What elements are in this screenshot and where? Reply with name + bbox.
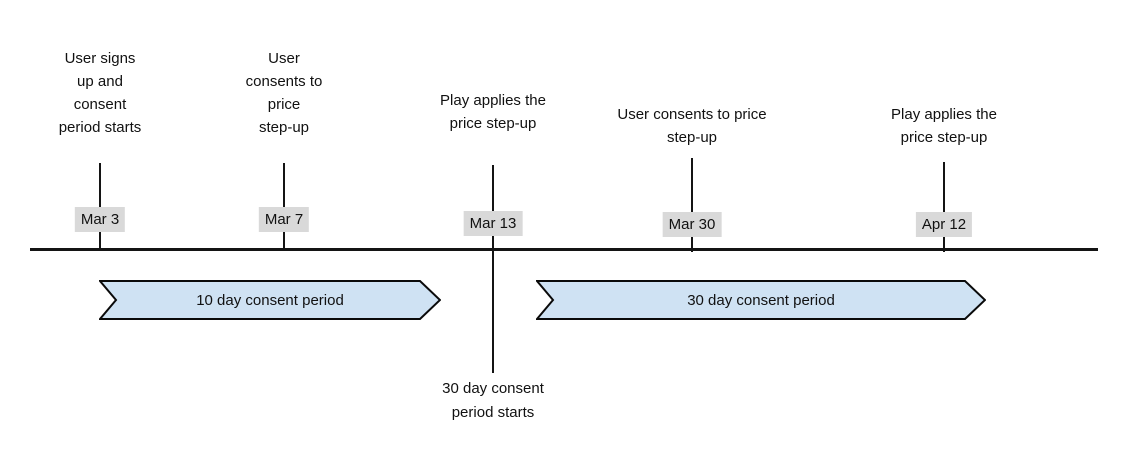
period-banner-10day (99, 280, 441, 320)
event-label-signup: User signs up and consent period starts (58, 50, 142, 136)
event-label-first-consent: User consents to price step-up (245, 50, 323, 136)
event-tick-line (943, 162, 945, 252)
period-banner-10day-label: 10 day consent period (196, 291, 344, 309)
date-badge: Mar 7 (258, 207, 310, 232)
date-badge: Mar 13 (463, 211, 523, 236)
annotation-30day-period-starts: 30 day consent period starts (442, 380, 544, 421)
period-banner-shape (99, 280, 441, 320)
event-label-first-stepup: Play applies the price step-up (440, 92, 546, 132)
event-label-second-stepup: Play applies the price step-up (891, 106, 997, 146)
period-banner-shape (536, 280, 986, 320)
event-tick-line-long (492, 165, 494, 373)
event-tick-line (691, 158, 693, 252)
period-banner-30day-label: 30 day consent period (687, 291, 835, 309)
timeline-axis (30, 248, 1098, 251)
date-badge: Mar 30 (662, 212, 722, 237)
date-badge: Apr 12 (915, 212, 973, 237)
event-label-second-consent: User consents to price step-up (617, 106, 767, 146)
date-badge: Mar 3 (74, 207, 126, 232)
period-banner-30day (536, 280, 986, 320)
